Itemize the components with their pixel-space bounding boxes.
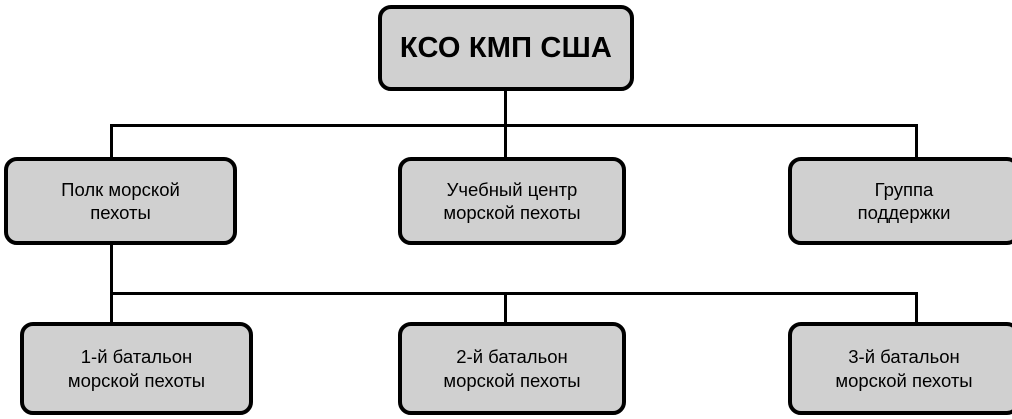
connector-drop-bn2 — [504, 292, 507, 324]
node-marine-training-center[interactable]: Учебный центр морской пехоты — [398, 157, 626, 245]
connector-bus-level2 — [110, 124, 918, 127]
connector-drop-training — [504, 124, 507, 160]
connector-drop-bn3 — [915, 292, 918, 324]
connector-drop-regiment — [110, 124, 113, 160]
node-marine-regiment[interactable]: Полк морской пехоты — [4, 157, 237, 245]
node-label: 1-й батальон морской пехоты — [67, 346, 206, 391]
node-label: 3-й батальон морской пехоты — [835, 346, 973, 391]
node-label: Группа поддержки — [857, 178, 951, 223]
connector-regiment-stem — [110, 244, 113, 324]
connector-drop-support — [915, 124, 918, 160]
node-ksо-kmp-usa[interactable]: КСО КМП США — [378, 5, 634, 91]
connector-bus-level3 — [110, 292, 918, 295]
node-battalion-3[interactable]: 3-й батальон морской пехоты — [788, 322, 1012, 415]
node-label: Учебный центр морской пехоты — [443, 178, 581, 223]
node-label: 2-й батальон морской пехоты — [443, 346, 581, 391]
node-battalion-1[interactable]: 1-й батальон морской пехоты — [20, 322, 253, 415]
node-label: Полк морской пехоты — [61, 178, 180, 223]
node-label: КСО КМП США — [399, 31, 613, 64]
node-support-group[interactable]: Группа поддержки — [788, 157, 1012, 245]
node-battalion-2[interactable]: 2-й батальон морской пехоты — [398, 322, 626, 415]
connector-root-stem — [504, 91, 507, 127]
